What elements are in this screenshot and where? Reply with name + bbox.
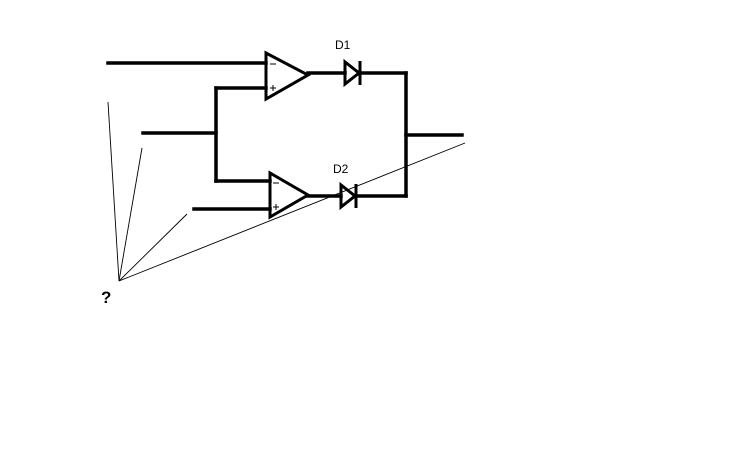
question-pointer-lines (107, 101, 466, 282)
question-mark: ? (101, 288, 111, 307)
diode-d1 (343, 58, 362, 88)
opamp-top (264, 50, 312, 102)
diode-d2-label: D2 (333, 162, 349, 176)
opamp-bottom (268, 170, 311, 220)
diode-d1-label: D1 (335, 38, 351, 52)
